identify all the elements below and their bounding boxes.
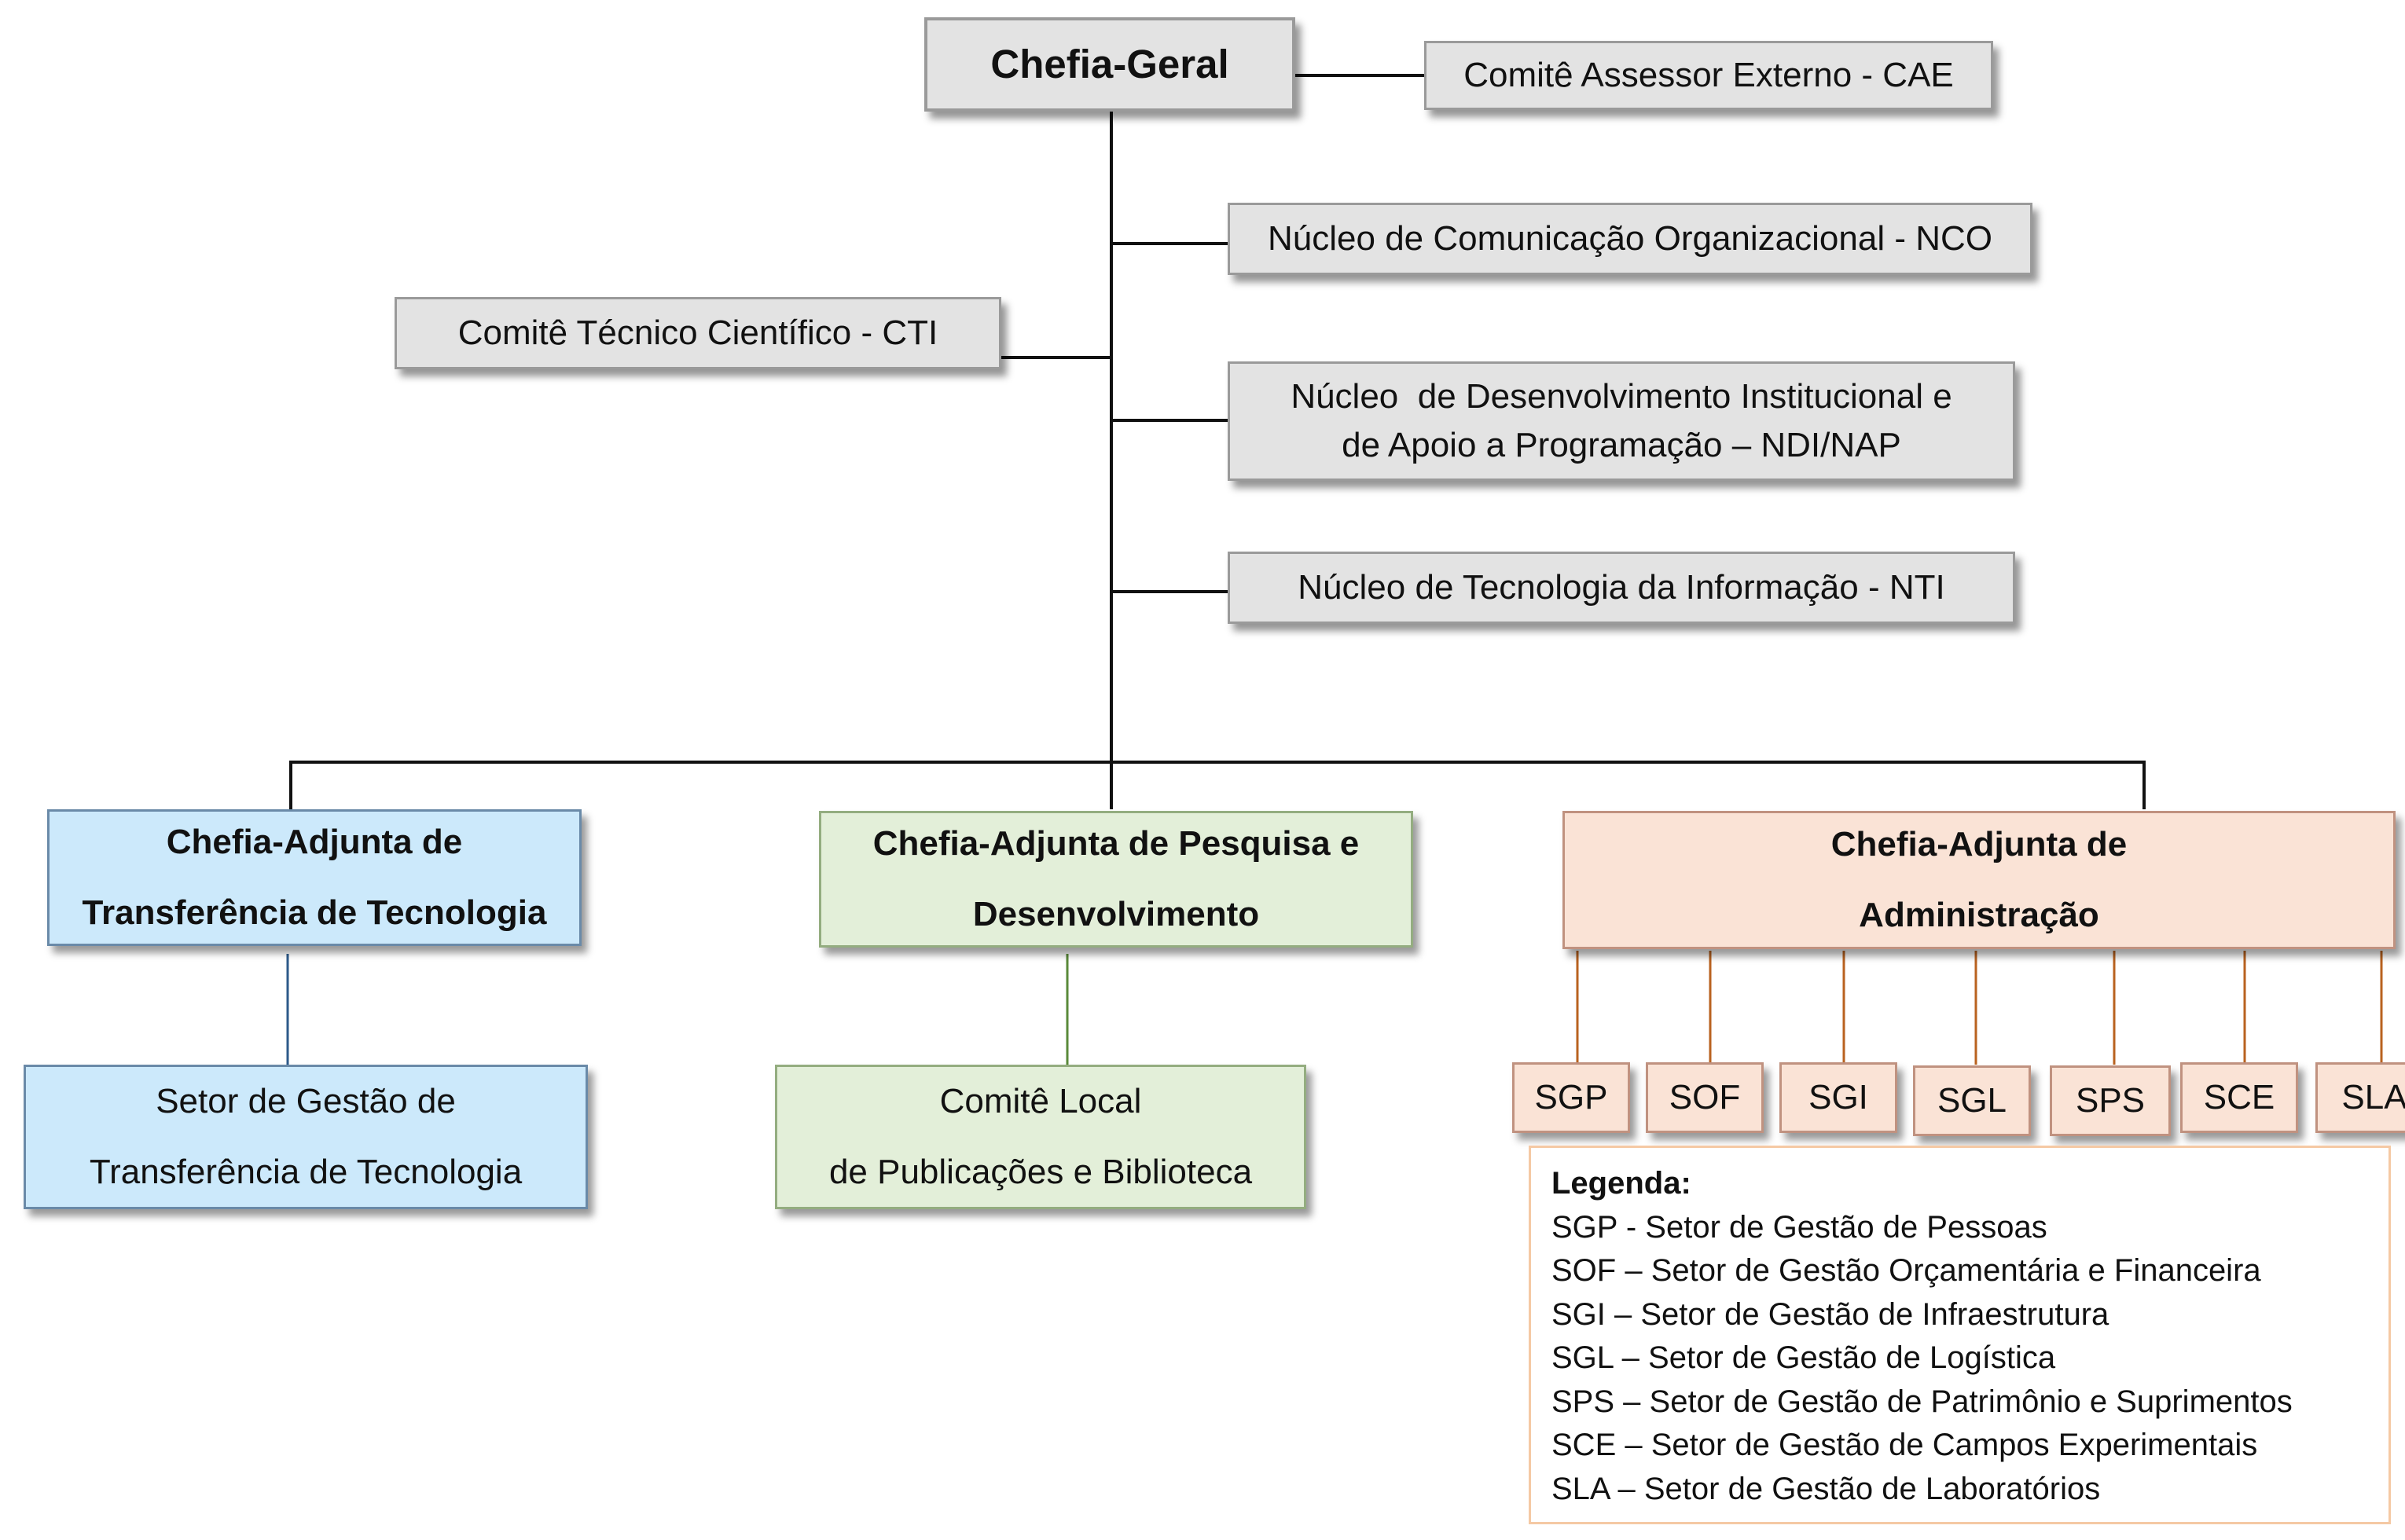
adj-tt-line1: Chefia-Adjunta de [166,823,463,861]
sector-box-sgi[interactable]: SGI [1779,1062,1897,1133]
cae-label: Comitê Assessor Externo - CAE [1463,56,1954,94]
ndi-nap-label-line1: Núcleo de Desenvolvimento Institucional … [1291,377,1952,416]
legend-item-sgp: SGP - Setor de Gestão de Pessoas [1551,1209,2047,1245]
sector-label-sgi: SGI [1808,1078,1868,1116]
setor-tt-line1: Setor de Gestão de [156,1082,456,1120]
adj-adm-line2: Administração [1859,896,2099,934]
sector-box-sla[interactable]: SLA [2315,1062,2405,1133]
sector-box-sof[interactable]: SOF [1646,1062,1764,1133]
legend-title: Legenda: [1551,1166,1691,1201]
nco-label: Núcleo de Comunicação Organizacional - N… [1268,219,1992,258]
legend-box: Legenda: SGP - Setor de Gestão de Pessoa… [1529,1146,2391,1524]
ndi-nap-box[interactable]: Núcleo de Desenvolvimento Institucional … [1228,361,2015,481]
sector-box-sgp[interactable]: SGP [1512,1062,1630,1133]
sector-box-sce[interactable]: SCE [2180,1062,2298,1133]
sector-label-sgl: SGL [1937,1081,2007,1120]
comite-local-line1: Comitê Local [939,1082,1142,1120]
sector-box-sgl[interactable]: SGL [1913,1065,2031,1136]
legend-item-sce: SCE – Setor de Gestão de Campos Experime… [1551,1428,2258,1462]
adj-pd-line1: Chefia-Adjunta de Pesquisa e [872,824,1360,863]
legend-item-sgl: SGL – Setor de Gestão de Logística [1551,1340,2056,1375]
sector-label-sce: SCE [2203,1078,2275,1116]
sector-label-sof: SOF [1669,1078,1741,1116]
cae-box[interactable]: Comitê Assessor Externo - CAE [1424,41,1993,110]
sector-label-sps: SPS [2075,1081,2146,1120]
sector-label-sgp: SGP [1534,1078,1608,1116]
comite-local-box[interactable]: Comitê Local de Publicações e Biblioteca [775,1065,1306,1209]
setor-tt-box[interactable]: Setor de Gestão de Transferência de Tecn… [24,1065,588,1209]
adj-adm-box[interactable]: Chefia-Adjunta de Administração [1562,811,2396,949]
chefia-geral-box[interactable]: Chefia-Geral [924,17,1295,112]
legend-item-sps: SPS – Setor de Gestão de Patrimônio e Su… [1551,1384,2293,1419]
nti-label: Núcleo de Tecnologia da Informação - NTI [1298,568,1945,607]
cti-box[interactable]: Comitê Técnico Científico - CTI [395,297,1001,369]
adj-adm-line1: Chefia-Adjunta de [1830,825,2128,864]
setor-tt-line2: Transferência de Tecnologia [89,1153,523,1191]
nti-box[interactable]: Núcleo de Tecnologia da Informação - NTI [1228,552,2015,624]
ndi-nap-label-line2: de Apoio a Programação – NDI/NAP [1342,426,1901,464]
sector-box-sps[interactable]: SPS [2050,1065,2171,1136]
legend-item-sof: SOF – Setor de Gestão Orçamentária e Fin… [1551,1253,2261,1288]
adj-tt-box[interactable]: Chefia-Adjunta de Transferência de Tecno… [47,809,582,946]
adj-tt-line2: Transferência de Tecnologia [82,893,547,932]
legend-item-sla: SLA – Setor de Gestão de Laboratórios [1551,1471,2101,1506]
legend-item-sgi: SGI – Setor de Gestão de Infraestrutura [1551,1296,2109,1332]
adj-pd-box[interactable]: Chefia-Adjunta de Pesquisa e Desenvolvim… [819,811,1413,948]
sector-label-sla: SLA [2341,1078,2405,1116]
adj-pd-line2: Desenvolvimento [972,895,1260,933]
comite-local-line2: de Publicações e Biblioteca [828,1153,1253,1191]
chefia-geral-label: Chefia-Geral [990,42,1229,86]
cti-label: Comitê Técnico Científico - CTI [457,314,938,352]
nco-box[interactable]: Núcleo de Comunicação Organizacional - N… [1228,203,2032,275]
